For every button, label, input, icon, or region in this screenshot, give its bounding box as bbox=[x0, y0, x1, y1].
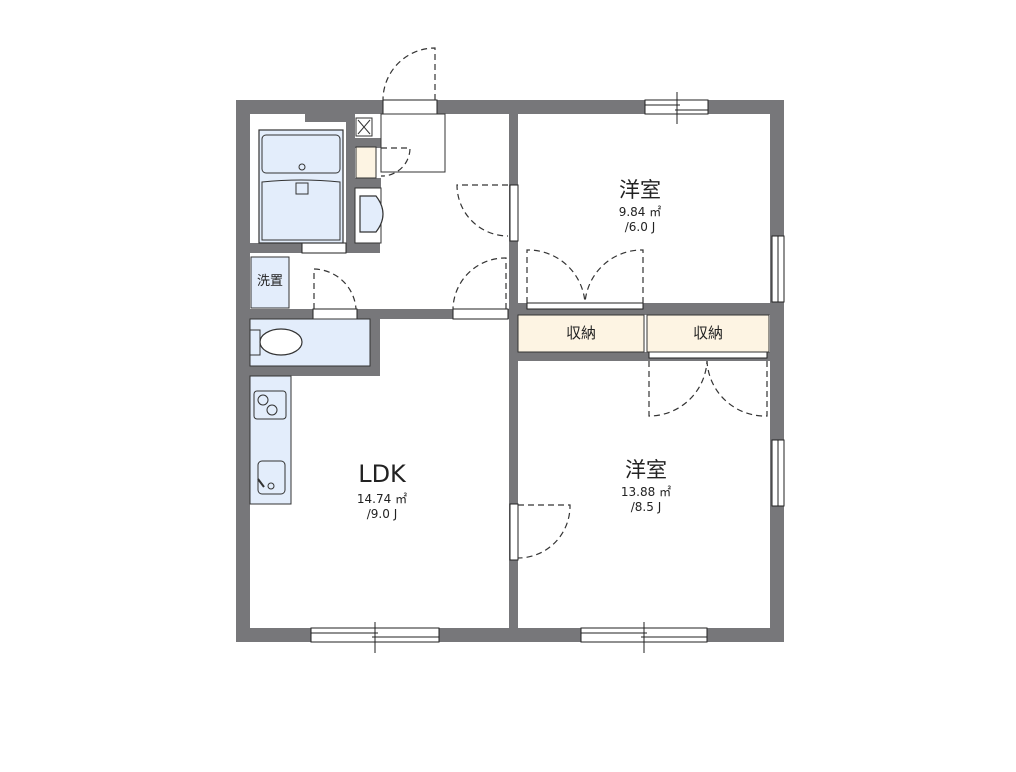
bathroom bbox=[258, 129, 344, 244]
room-area: 9.84 ㎡ bbox=[618, 205, 662, 219]
closets bbox=[517, 314, 770, 353]
closet-2-label: 収納 bbox=[692, 324, 723, 342]
openings bbox=[301, 99, 785, 643]
room-bedroom1: 洋室 9.84 ㎡ /6.0 J bbox=[560, 180, 720, 235]
room-ldk: LDK 14.74 ㎡ /9.0 J bbox=[302, 462, 462, 522]
washer-space bbox=[250, 256, 290, 309]
washbasin bbox=[354, 113, 446, 244]
kitchen-counter bbox=[249, 375, 292, 505]
room-name: 洋室 bbox=[625, 458, 667, 482]
closet-1-label: 収納 bbox=[565, 324, 596, 342]
room-area: 14.74 ㎡ bbox=[356, 492, 408, 506]
door-swings bbox=[313, 47, 768, 559]
window-marks bbox=[311, 92, 779, 653]
washer-space-label: 洗置 bbox=[256, 274, 283, 289]
room-jo: /9.0 J bbox=[366, 507, 398, 521]
room-bedroom2: 洋室 13.88 ㎡ /8.5 J bbox=[566, 460, 726, 515]
room-jo: /6.0 J bbox=[624, 220, 656, 234]
room-name: LDK bbox=[358, 460, 406, 488]
toilet-room bbox=[249, 318, 371, 367]
room-name: 洋室 bbox=[619, 178, 661, 202]
room-area: 13.88 ㎡ bbox=[620, 485, 672, 499]
room-jo: /8.5 J bbox=[630, 500, 662, 514]
